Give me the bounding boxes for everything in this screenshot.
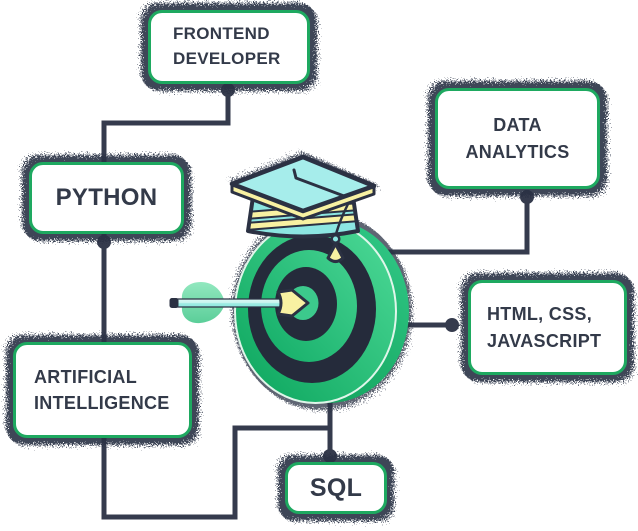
node-label-data-analytics: DATA ANALYTICS <box>435 88 600 189</box>
node-artificial-intelligence: ARTIFICIAL INTELLIGENCE <box>6 335 199 445</box>
connection-dot-python <box>97 235 111 249</box>
node-python: PYTHON <box>22 155 191 241</box>
node-sql: SQL <box>278 455 394 521</box>
connection-dot-frontend <box>221 83 235 97</box>
tassel-icon <box>326 202 350 263</box>
node-label-python: PYTHON <box>29 162 184 234</box>
connection-dot-sql <box>323 449 337 463</box>
dartboard-graduation-illustration <box>169 152 412 410</box>
connector-data-target <box>378 190 530 255</box>
dartboard-icon <box>234 219 409 404</box>
connection-dot-data <box>520 190 534 204</box>
node-data-analytics: DATA ANALYTICS <box>428 81 607 196</box>
node-label-artificial-intelligence: ARTIFICIAL INTELLIGENCE <box>13 342 192 438</box>
connector-frontend-python <box>101 86 231 164</box>
dart-nock <box>169 298 179 308</box>
connection-dot-html <box>445 318 459 332</box>
node-frontend-developer: FRONTEND DEVELOPER <box>141 3 317 91</box>
dart-shaft <box>171 298 287 308</box>
dart-head <box>276 288 310 318</box>
graduation-cap-icon <box>229 154 377 263</box>
cap-seam <box>292 168 346 198</box>
connector-ai-target <box>101 425 332 520</box>
node-html-css-javascript: HTML, CSS, JAVASCRIPT <box>461 273 634 382</box>
node-label-frontend: FRONTEND DEVELOPER <box>148 10 310 84</box>
node-label-sql: SQL <box>285 462 387 514</box>
dart-arrow-icon <box>169 282 310 324</box>
node-label-html-css-javascript: HTML, CSS, JAVASCRIPT <box>468 280 627 375</box>
